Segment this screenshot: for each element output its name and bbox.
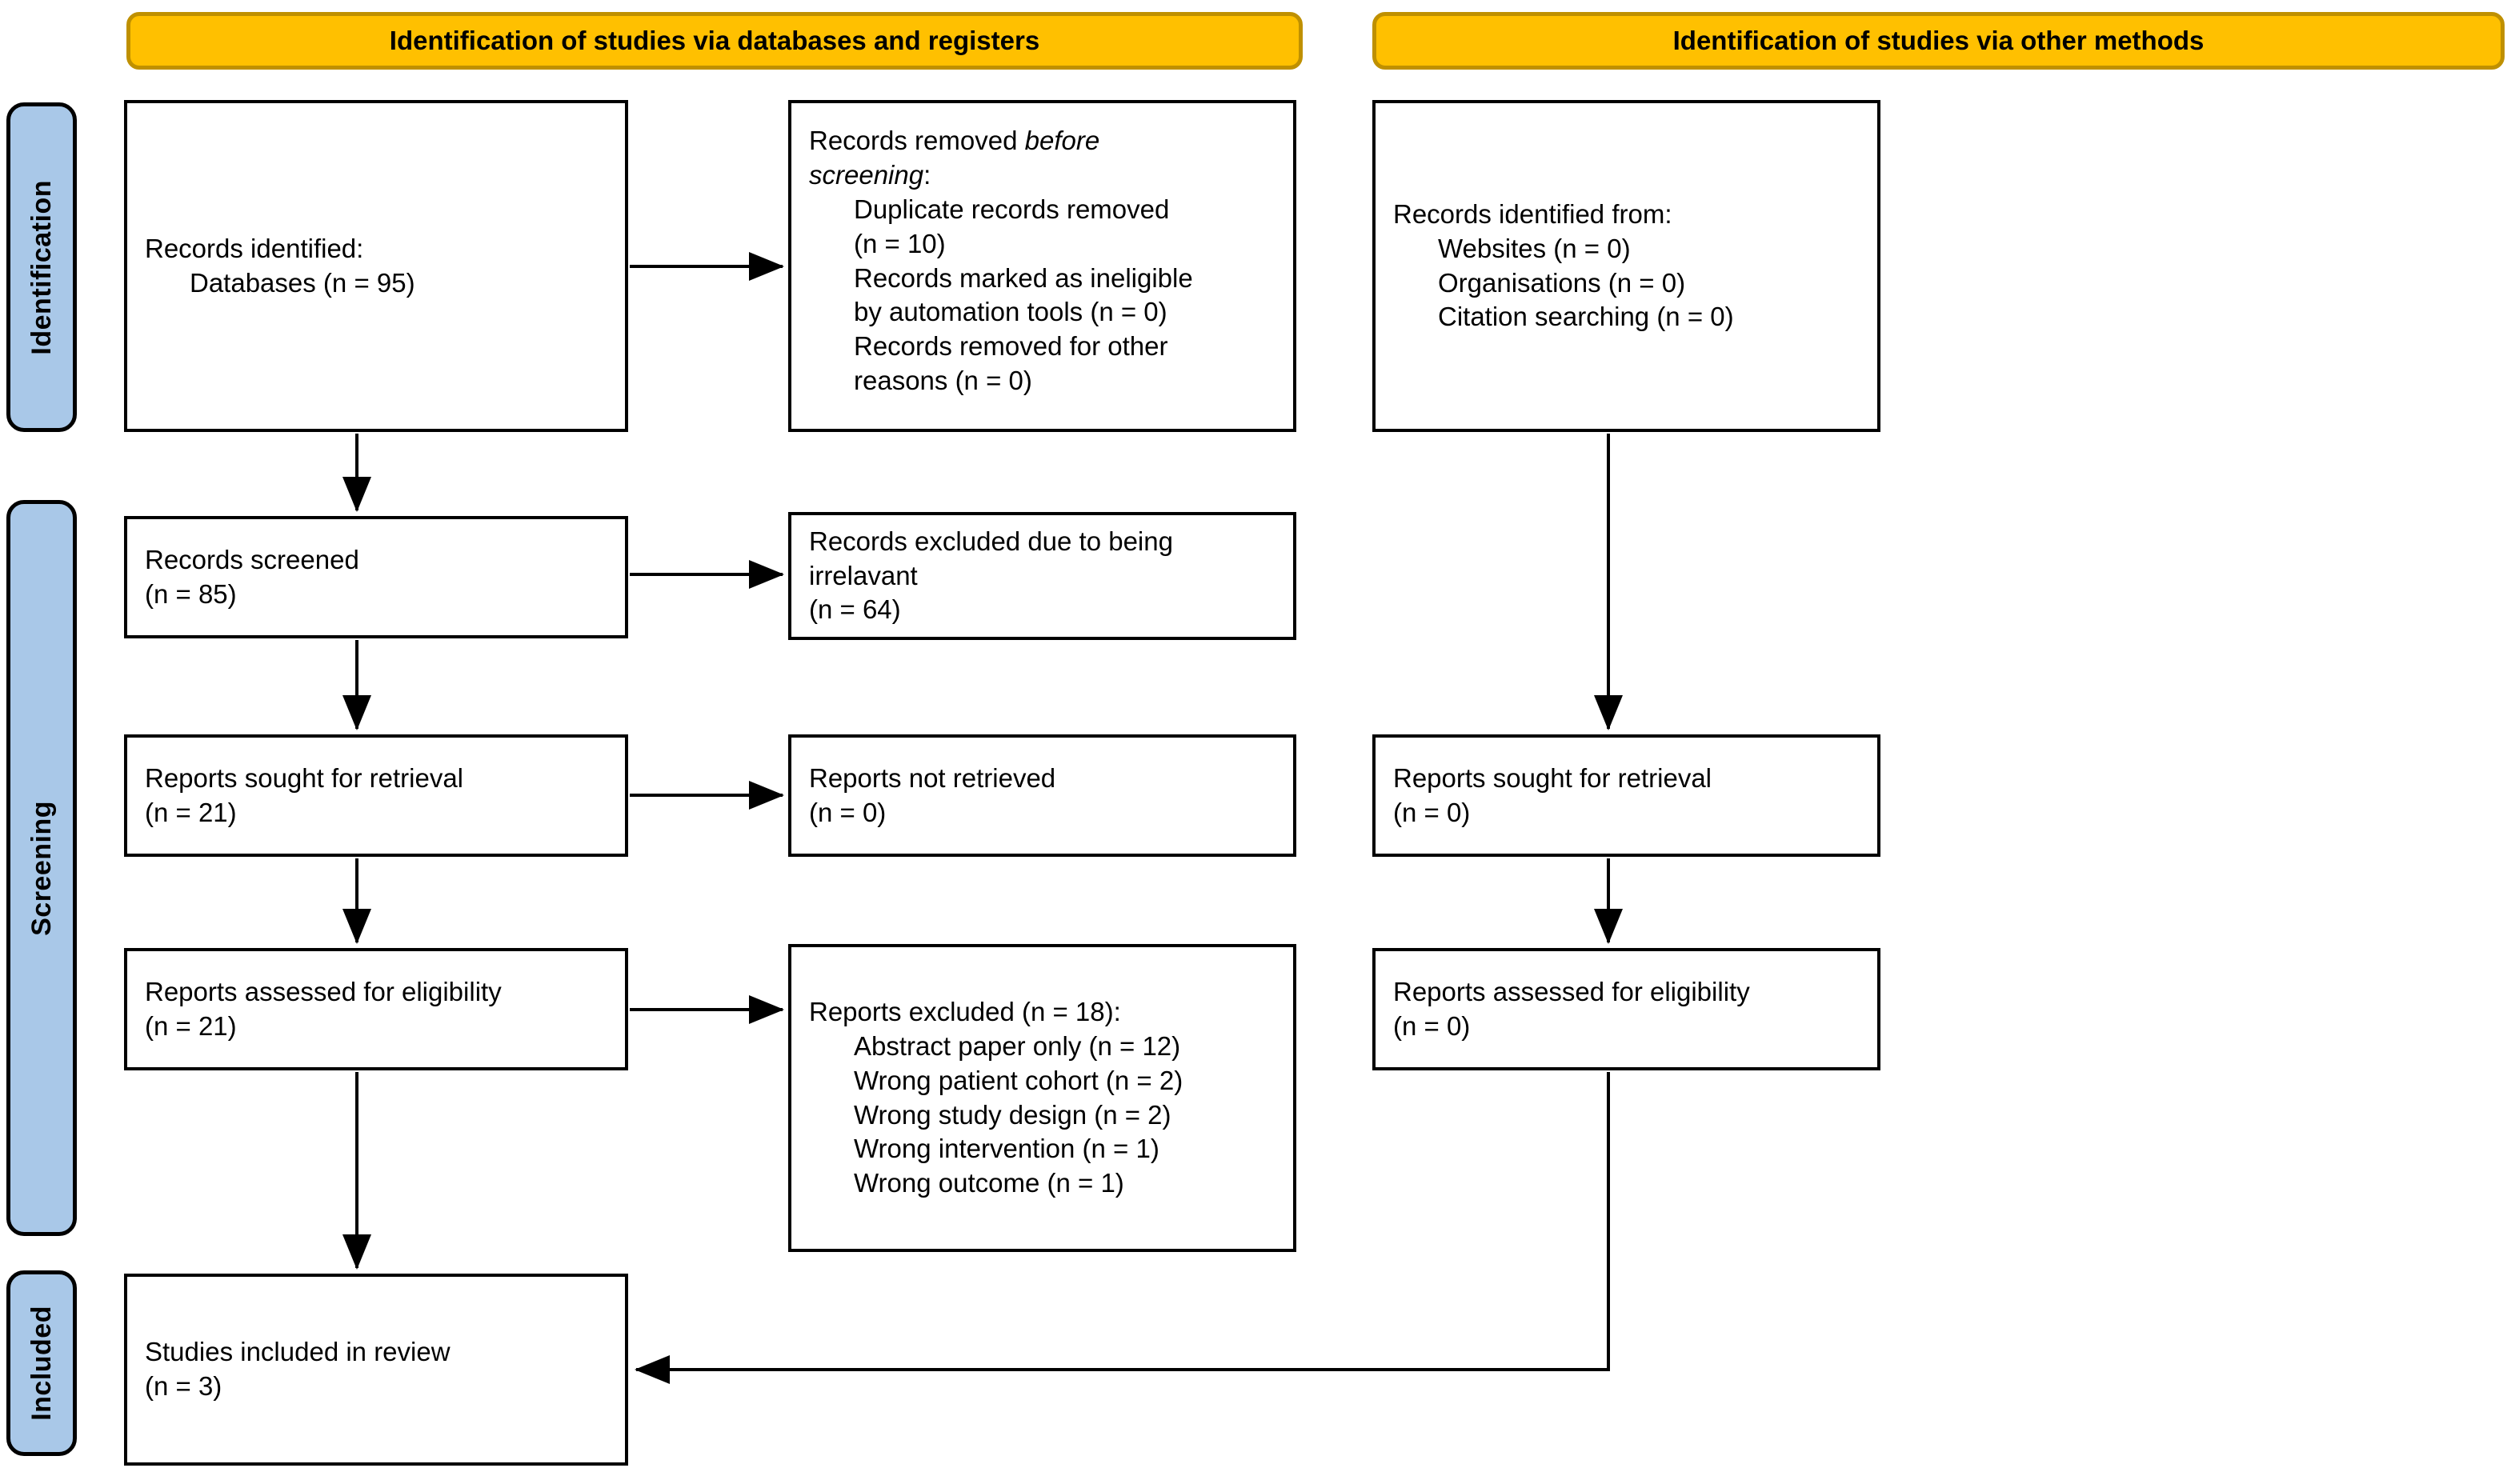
box-reports-sought-other-methods: Reports sought for retrieval (n = 0) bbox=[1372, 734, 1880, 857]
box-line: Reports excluded (n = 18): bbox=[809, 996, 1121, 1026]
colon-text: : bbox=[923, 159, 931, 190]
box-line: reasons (n = 0) bbox=[854, 366, 1032, 396]
box-records-removed-before-screening: Records removed before screening: Duplic… bbox=[788, 100, 1296, 432]
box-line: Records removed for other bbox=[854, 331, 1168, 362]
box-line: Wrong intervention (n = 1) bbox=[854, 1134, 1159, 1164]
box-line: Reports assessed for eligibility bbox=[145, 976, 502, 1006]
box-reports-excluded: Reports excluded (n = 18): Abstract pape… bbox=[788, 944, 1296, 1252]
screening-italic: screening bbox=[809, 159, 924, 190]
box-records-screened: Records screened (n = 85) bbox=[124, 516, 628, 638]
box-studies-included-in-review: Studies included in review (n = 3) bbox=[124, 1274, 628, 1466]
phase-label-included: Included bbox=[26, 1306, 57, 1421]
box-line: Records screened bbox=[145, 544, 359, 574]
box-line: Organisations (n = 0) bbox=[1438, 267, 1686, 298]
box-line: (n = 10) bbox=[854, 228, 946, 258]
box-line: (n = 0) bbox=[1393, 797, 1471, 827]
box-records-identified-other-methods: Records identified from: Websites (n = 0… bbox=[1372, 100, 1880, 432]
box-line-italic-second: screening: bbox=[809, 158, 1276, 193]
box-line: (n = 64) bbox=[809, 594, 901, 625]
records-removed-text: Records removed bbox=[809, 126, 1025, 155]
phase-label-screening: Screening bbox=[26, 800, 57, 936]
box-line: (n = 21) bbox=[145, 1010, 237, 1041]
box-records-excluded: Records excluded due to being irrelavant… bbox=[788, 512, 1296, 640]
box-line: by automation tools (n = 0) bbox=[854, 297, 1167, 327]
banner-databases-registers-label: Identification of studies via databases … bbox=[389, 26, 1040, 55]
box-line: Abstract paper only (n = 12) bbox=[854, 1030, 1181, 1061]
phase-bar-included: Included bbox=[6, 1270, 77, 1456]
box-line: Reports assessed for eligibility bbox=[1393, 976, 1750, 1006]
box-line: Records marked as ineligible bbox=[854, 262, 1193, 293]
box-line: (n = 0) bbox=[1393, 1010, 1471, 1041]
box-line-italic-head: Records removed before bbox=[809, 124, 1276, 158]
box-line: Records identified: bbox=[145, 233, 364, 263]
phase-bar-identification: Identification bbox=[6, 102, 77, 432]
box-line: Duplicate records removed bbox=[854, 194, 1170, 224]
box-line: Records excluded due to being bbox=[809, 526, 1173, 556]
banner-other-methods-label: Identification of studies via other meth… bbox=[1672, 26, 2205, 55]
box-line: (n = 0) bbox=[809, 797, 887, 827]
box-line: Databases (n = 95) bbox=[190, 267, 415, 298]
box-line: Records identified from: bbox=[1393, 198, 1672, 229]
banner-other-methods: Identification of studies via other meth… bbox=[1372, 12, 2505, 70]
box-line: Wrong study design (n = 2) bbox=[854, 1099, 1171, 1130]
box-line: Wrong patient cohort (n = 2) bbox=[854, 1065, 1183, 1095]
box-records-identified-databases: Records identified: Databases (n = 95) bbox=[124, 100, 628, 432]
box-line: Wrong outcome (n = 1) bbox=[854, 1168, 1124, 1198]
before-italic: before bbox=[1024, 126, 1100, 155]
box-line: Reports sought for retrieval bbox=[1393, 762, 1712, 793]
phase-bar-screening: Screening bbox=[6, 500, 77, 1236]
box-reports-not-retrieved: Reports not retrieved (n = 0) bbox=[788, 734, 1296, 857]
box-line: (n = 85) bbox=[145, 578, 237, 609]
box-reports-sought-databases: Reports sought for retrieval (n = 21) bbox=[124, 734, 628, 857]
box-line: Citation searching (n = 0) bbox=[1438, 302, 1734, 332]
box-line: irrelavant bbox=[809, 560, 918, 590]
box-line: Reports sought for retrieval bbox=[145, 762, 464, 793]
box-line: (n = 21) bbox=[145, 797, 237, 827]
box-line: Studies included in review bbox=[145, 1337, 451, 1367]
banner-databases-registers: Identification of studies via databases … bbox=[126, 12, 1303, 70]
phase-label-identification: Identification bbox=[26, 179, 57, 355]
box-reports-assessed-other-methods: Reports assessed for eligibility (n = 0) bbox=[1372, 948, 1880, 1070]
box-line: Reports not retrieved bbox=[809, 762, 1056, 793]
box-reports-assessed-databases: Reports assessed for eligibility (n = 21… bbox=[124, 948, 628, 1070]
box-line: (n = 3) bbox=[145, 1371, 222, 1401]
box-line: Websites (n = 0) bbox=[1438, 233, 1631, 263]
